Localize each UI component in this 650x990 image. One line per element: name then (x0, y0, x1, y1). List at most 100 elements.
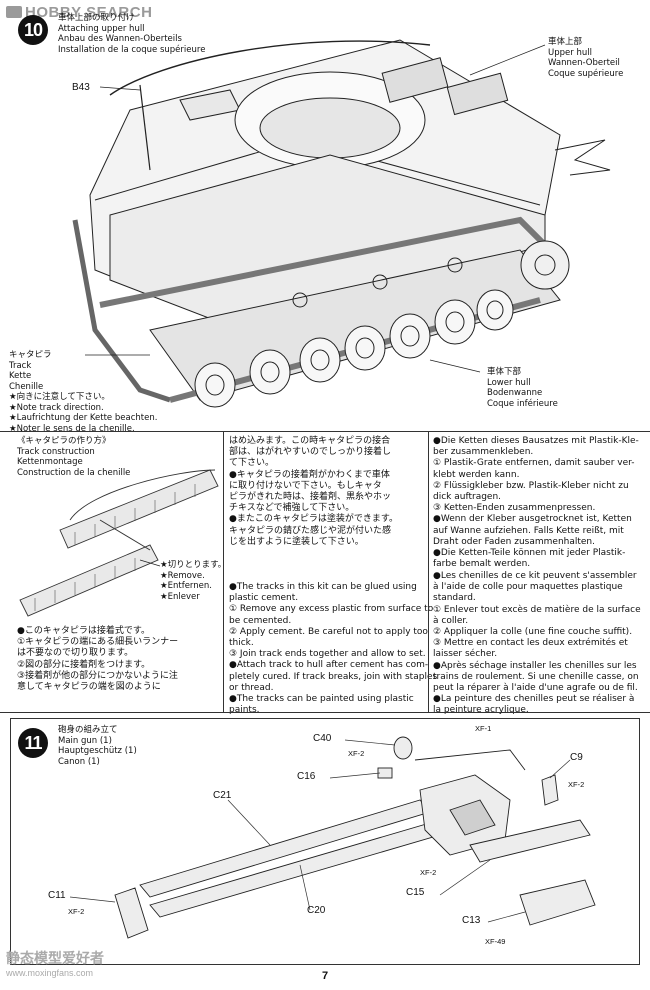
fr-line: ●Les chenilles de ce kit peuvent s'assem… (433, 571, 637, 581)
de-line: klebt werden kann. (433, 469, 520, 480)
en-line: be cemented. (229, 615, 292, 626)
step-11-number: 11 (18, 728, 48, 758)
upper-hull-jp: 車体上部 (548, 37, 583, 47)
track-fr-text: ●Les chenilles de ce kit peuvent s'assem… (433, 571, 641, 717)
lower-hull-label: 車体下部 Lower hull Bodenwanne Coque inférie… (487, 367, 558, 409)
part-label-c16: C16 (297, 771, 316, 782)
de-line: ① Plastik-Grate entfernen, damit sauber … (433, 458, 635, 469)
en-line: ●Attach track to hull after cement has c… (229, 660, 429, 671)
step-11-title-en: Main gun (1) (58, 735, 112, 746)
watermark-moxingfans: 静态模型爱好者 www.moxingfans.com (6, 948, 104, 978)
step-11-title-jp: 砲身の組み立て (58, 725, 118, 735)
cut-note-jp: ★切りとります。 (160, 560, 227, 570)
jp-mid-line: に取り付けないで下さい。もしキャタ (229, 480, 382, 491)
en-line: pletely cured. If track breaks, join wit… (229, 671, 438, 682)
part-label-b43: B43 (72, 82, 90, 93)
en-line: ① Remove any excess plastic from surface… (229, 604, 434, 615)
en-line: or thread. (229, 682, 274, 693)
step-11-title-fr: Canon (1) (58, 756, 100, 767)
track-en: Track (9, 360, 32, 371)
upper-hull-en: Upper hull (548, 47, 592, 58)
track-cut-note: ★切りとります。 ★Remove. ★Entfernen. ★Enlever (160, 560, 226, 602)
en-line: plastic cement. (229, 593, 299, 604)
lower-hull-de: Bodenwanne (487, 388, 543, 398)
paint-xf2-c9: XF-2 (568, 780, 585, 789)
track-construction-heading: 《キャタピラの作り方》 Track construction Kettenmon… (17, 436, 130, 478)
track-note-fr: ★Noter le sens de la chenille. (9, 423, 135, 434)
en-line: paints. (229, 705, 260, 716)
watermark-cn: 静态模型爱好者 (6, 950, 104, 966)
part-label-c11: C11 (48, 890, 66, 901)
fr-line: ●La peinture des chenilles peut se réali… (433, 694, 635, 705)
track-de-text: ●Die Ketten dieses Bausatzes mit Plastik… (433, 436, 639, 570)
turret-ring (234, 71, 426, 169)
lower-hull-en: Lower hull (487, 377, 531, 388)
fr-line: à coller. (433, 615, 469, 626)
track-construction-en: Track construction (17, 446, 95, 457)
track-construction-jp: 《キャタピラの作り方》 (17, 436, 111, 446)
en-line: ●The tracks can be painted using plastic (229, 694, 414, 705)
part-label-c20: C20 (307, 905, 326, 916)
step-11-title-de: Hauptgeschütz (1) (58, 746, 137, 756)
de-line: auf Wanne aufziehen. Falls Kette reißt, … (433, 525, 624, 536)
part-label-c21: C21 (213, 790, 232, 801)
track-construction-fr: Construction de la chenille (17, 467, 131, 478)
paint-xf2-c40: XF-2 (348, 749, 365, 758)
track-en-text: ●The tracks in this kit can be glued usi… (229, 582, 437, 716)
de-line: ② Flüssigkleber bzw. Plastik-Kleber nich… (433, 480, 629, 491)
en-line: ●The tracks in this kit can be glued usi… (229, 582, 417, 592)
jp-mid-line: ●またこのキャタピラは塗装ができます。 (229, 514, 398, 525)
track-note-jp: ★向きに注意して下さい。 (9, 392, 110, 402)
de-line: dick auftragen. (433, 492, 502, 503)
jp-mid-line: チキスなどで補強して下さい。 (229, 503, 355, 514)
jp-mid-line: て下さい。 (229, 458, 275, 469)
de-line: farbe bemalt werden. (433, 559, 531, 570)
paint-xf2-breech: XF-2 (420, 868, 437, 877)
track-strip-upper (59, 469, 219, 549)
upper-hull-outline (89, 39, 561, 321)
upper-hull-de: Wannen-Oberteil (548, 58, 620, 68)
jp-mid-line: 部は、はがれやすいのでしっかり接着し (229, 447, 392, 458)
track-de: Kette (9, 371, 32, 381)
jp-left-line: は不要なので切り取ります。 (17, 648, 134, 659)
track-construction-de: Kettenmontage (17, 457, 83, 467)
jp-left-line: ①キャタピラの端にある細長いランナー (17, 637, 179, 648)
jp-left-line: ●このキャタピラは接着式です。 (17, 626, 150, 636)
part-label-c9: C9 (570, 752, 583, 763)
track-note-en: ★Note track direction. (9, 402, 104, 413)
page-number: 7 (321, 970, 329, 982)
part-label-c40: C40 (313, 733, 332, 744)
lower-hull-jp: 車体下部 (487, 367, 522, 377)
fr-line: ③ Mettre en contact les deux extrémités … (433, 638, 628, 649)
step-10-title-fr: Installation de la coque supérieure (58, 44, 206, 55)
watermark-text: HOBBY SEARCH (25, 4, 153, 21)
cut-note-fr: ★Enlever (160, 591, 200, 602)
step-11-box (10, 718, 640, 965)
fr-line: standard. (433, 593, 476, 604)
cut-note-en: ★Remove. (160, 570, 205, 581)
section-divider-top (0, 431, 650, 432)
part-label-c13: C13 (462, 915, 481, 926)
lower-hull-fr: Coque inférieure (487, 398, 558, 409)
en-line: thick. (229, 638, 254, 649)
track-jp: キャタピラ (9, 350, 52, 360)
track-fr: Chenille (9, 381, 44, 392)
section-divider-bottom (0, 712, 650, 713)
step-10-number: 10 (18, 15, 48, 45)
fr-line: ② Appliquer la colle (une fine couche su… (433, 627, 633, 638)
de-line: ●Die Ketten-Teile können mit jeder Plast… (433, 548, 626, 559)
step-10-title-en: Attaching upper hull (58, 23, 145, 34)
cut-note-de: ★Entfernen. (160, 581, 212, 591)
track-label: キャタピラ Track Kette Chenille ★向きに注意して下さい。 … (9, 350, 157, 434)
jp-mid-line: じを出すように塗装して下さい。 (229, 536, 364, 547)
fr-line: laisser sécher. (433, 649, 498, 660)
fr-line: ●Après séchage installer les chenilles s… (433, 660, 637, 671)
step-11-title: 砲身の組み立て Main gun (1) Hauptgeschütz (1) C… (58, 725, 137, 767)
fr-line: ① Enlever tout excès de matière de la su… (433, 604, 641, 615)
step-10-title-jp: 車体上部の取り付け (58, 13, 135, 23)
de-line: ●Wenn der Kleber ausgetrocknet ist, Kett… (433, 514, 632, 525)
track-strip-lower (19, 544, 159, 617)
column-divider-2 (428, 432, 429, 712)
paint-xf49: XF-49 (485, 937, 506, 946)
fr-line: peut la réparer à l'aide d'une agrafe ou… (433, 683, 638, 694)
